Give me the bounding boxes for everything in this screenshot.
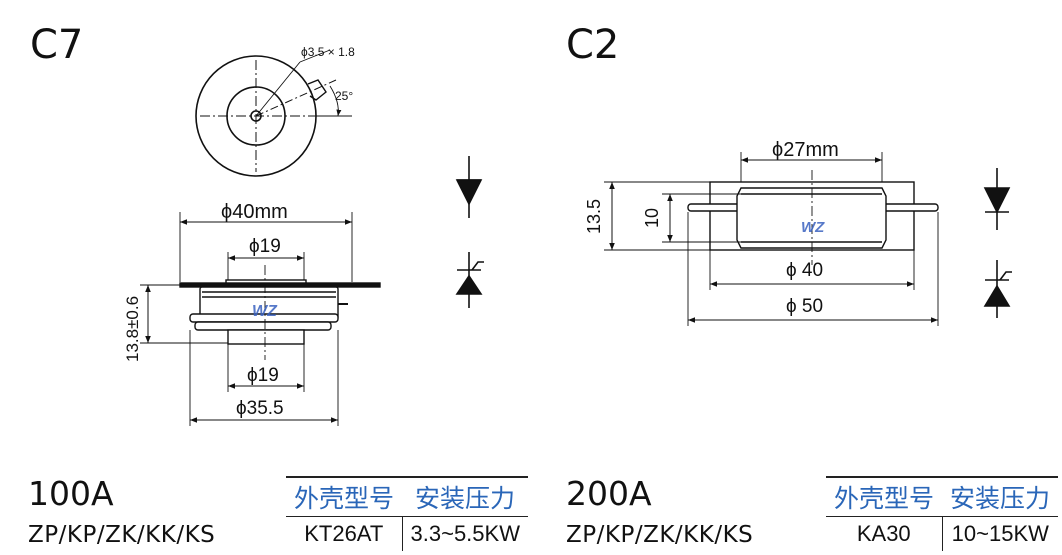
case-code-right: C2 xyxy=(566,22,620,68)
c7-height: 13.8±0.6 xyxy=(123,296,142,362)
table-header-row: 外壳型号 安装压力 xyxy=(286,476,528,517)
thyristor-symbol-right-top xyxy=(983,168,1011,230)
technical-drawing: ϕ3.5 × 1.8 25° xyxy=(123,45,1012,426)
thyristor-symbol-right-bottom xyxy=(983,260,1012,318)
spec-table-left: 外壳型号 安装压力 KT26AT 3.3~5.5KW xyxy=(286,476,528,551)
c7-terminal-tab xyxy=(307,79,327,101)
header-pressure: 安装压力 xyxy=(402,476,528,517)
header-case-type: 外壳型号 xyxy=(826,476,943,517)
c7-watermark: WZ xyxy=(252,303,278,320)
header-pressure: 安装压力 xyxy=(942,476,1059,517)
c2-watermark: WZ xyxy=(801,219,825,236)
rating-left: 100A xyxy=(28,474,114,513)
spec-table-right: 外壳型号 安装压力 KA30 10~15KW xyxy=(826,476,1059,551)
c7-angle-label: 25° xyxy=(335,89,353,103)
c2-outer-height: 13.5 xyxy=(584,199,604,234)
c7-base-diameter: ϕ35.5 xyxy=(236,398,284,419)
table-header-row: 外壳型号 安装压力 xyxy=(826,476,1059,517)
c7-hole-label: ϕ3.5 × 1.8 xyxy=(301,45,355,59)
c7-upper-pole: ϕ19 xyxy=(249,236,281,257)
c7-outer-diameter: ϕ40mm xyxy=(221,201,288,223)
thyristor-symbol-left-bottom xyxy=(455,252,484,308)
thyristor-symbol-left-top xyxy=(455,156,483,218)
series-left: ZP/KP/ZK/KK/KS xyxy=(28,522,216,548)
rating-right: 200A xyxy=(566,474,652,513)
table-row: KT26AT 3.3~5.5KW xyxy=(286,516,528,551)
cell-case-type: KA30 xyxy=(856,521,911,546)
cell-pressure: 3.3~5.5KW xyxy=(401,516,528,551)
series-right: ZP/KP/ZK/KK/KS xyxy=(566,522,754,548)
cell-pressure: 10~15KW xyxy=(941,516,1059,551)
cell-case-type: KT26AT xyxy=(304,521,384,546)
c2-body-diameter: ϕ 40 xyxy=(786,260,823,281)
case-code-left: C7 xyxy=(30,22,84,68)
c2-flange-diameter: ϕ 50 xyxy=(786,296,823,317)
c7-top-view xyxy=(195,49,352,177)
table-row: KA30 10~15KW xyxy=(826,516,1059,551)
c7-lower-pole: ϕ19 xyxy=(247,365,279,386)
c2-pole-diameter: ϕ27mm xyxy=(772,139,839,161)
c2-side-view xyxy=(604,152,939,326)
c2-inner-height: 10 xyxy=(642,208,662,228)
c7-side-view xyxy=(140,212,381,426)
header-case-type: 外壳型号 xyxy=(286,476,403,517)
